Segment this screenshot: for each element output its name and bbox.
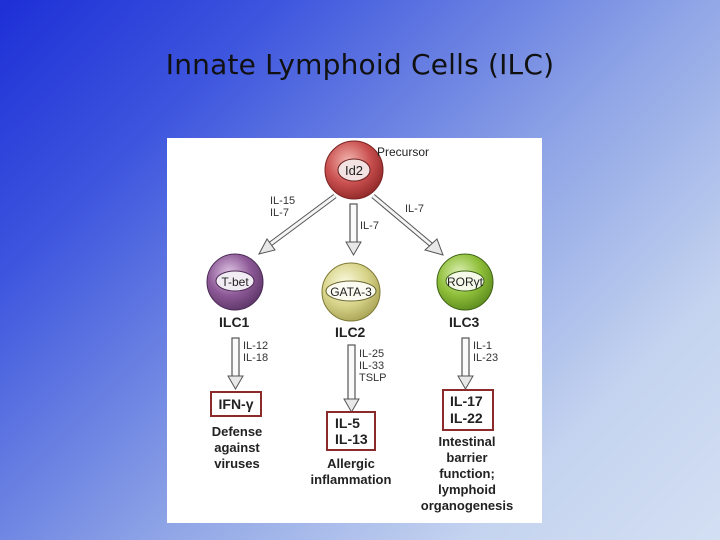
arrow-precursor-to-ilc2 <box>345 203 362 257</box>
product-label: IL-5 <box>335 415 360 431</box>
function-line: inflammation <box>311 472 392 487</box>
ilc1-marker: T-bet <box>221 275 249 289</box>
ilc2-function-text: Allergic inflammation <box>311 456 392 487</box>
arrow-ilc1-down <box>227 337 244 391</box>
ilc1-products-box: IFN-γ <box>210 391 262 417</box>
product-label: IL-13 <box>335 431 368 447</box>
ilc2-products-box: IL-5 IL-13 <box>326 411 376 451</box>
ilc3-products-box: IL-17 IL-22 <box>442 389 494 431</box>
product-label: IL-22 <box>450 410 483 426</box>
ilc2-name: ILC2 <box>335 324 366 340</box>
ilc-diagram-svg: Id2 Precursor IL-15 IL-7 IL-7 IL-7 T-bet… <box>206 140 513 513</box>
inducer-label: TSLP <box>359 372 387 384</box>
inducer-label: IL-7 <box>270 207 289 219</box>
precursor-label: Precursor <box>377 145 429 159</box>
slide-title: Innate Lymphoid Cells (ILC) <box>165 48 555 81</box>
inducer-label: IL-7 <box>405 203 424 215</box>
ilc-diagram-figure: Id2 Precursor IL-15 IL-7 IL-7 IL-7 T-bet… <box>167 138 542 523</box>
inducer-label: IL-15 <box>270 195 295 207</box>
product-label: IL-17 <box>450 393 483 409</box>
ilc3-marker: RORγt <box>447 275 484 289</box>
arrow-precursor-to-ilc3 <box>371 194 444 256</box>
ilc3-cell: RORγt <box>436 253 494 311</box>
inducer-label: IL-12 <box>243 340 268 352</box>
inducer-label: IL-23 <box>473 352 498 364</box>
inducer-label: IL-1 <box>473 340 492 352</box>
ilc3-function-text: Intestinal barrier function; lymphoid or… <box>421 434 513 513</box>
inducer-label: IL-7 <box>360 220 379 232</box>
product-label: IFN-γ <box>219 396 254 412</box>
ilc2-marker: GATA-3 <box>330 285 372 299</box>
ilc1-cell: T-bet <box>206 253 264 311</box>
inducer-label: IL-18 <box>243 352 268 364</box>
function-line: barrier <box>446 450 487 465</box>
function-line: Allergic <box>327 456 375 471</box>
arrow-ilc2-down <box>343 344 360 414</box>
arrow-ilc3-down <box>457 337 474 391</box>
function-line: lymphoid <box>438 482 496 497</box>
ilc3-name: ILC3 <box>449 314 480 330</box>
function-line: against <box>214 440 260 455</box>
function-line: Defense <box>212 424 263 439</box>
precursor-cell: Id2 <box>324 140 384 200</box>
ilc1-function-text: Defense against viruses <box>212 424 263 471</box>
ilc2-cell: GATA-3 <box>321 262 381 322</box>
inducer-label: IL-33 <box>359 360 384 372</box>
function-line: organogenesis <box>421 498 513 513</box>
function-line: viruses <box>214 456 260 471</box>
arrow-precursor-to-ilc1 <box>258 193 337 255</box>
function-line: Intestinal <box>438 434 495 449</box>
function-line: function; <box>439 466 495 481</box>
ilc1-name: ILC1 <box>219 314 250 330</box>
precursor-marker: Id2 <box>345 163 363 178</box>
inducer-label: IL-25 <box>359 348 384 360</box>
